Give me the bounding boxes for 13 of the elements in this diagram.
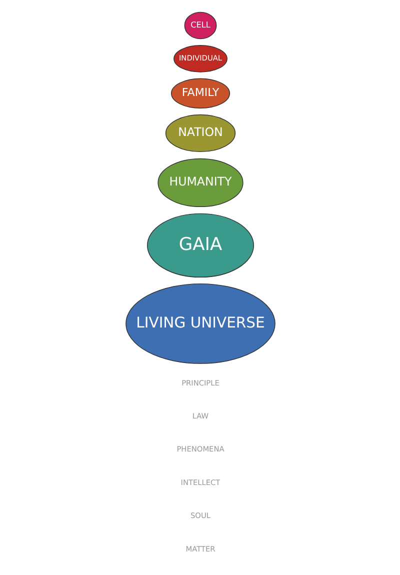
label: PRINCIPLE bbox=[181, 378, 219, 388]
node-ellipse: NATION bbox=[164, 114, 236, 152]
label: SOUL bbox=[190, 511, 210, 520]
label: PHENOMENA bbox=[176, 444, 224, 454]
node-ellipse: HUMANITY bbox=[157, 158, 243, 208]
label: LAW bbox=[192, 412, 208, 421]
node-ellipse: INDIVIDUAL bbox=[173, 45, 227, 72]
node-ellipse: LIVING UNIVERSE bbox=[125, 283, 275, 364]
node-ellipse: FAMILY bbox=[170, 78, 230, 109]
node-ellipse: CELL bbox=[184, 12, 216, 40]
label: INTELLECT bbox=[180, 478, 220, 487]
node-ellipse: GAIA bbox=[146, 213, 254, 278]
label: MATTER bbox=[185, 544, 215, 554]
